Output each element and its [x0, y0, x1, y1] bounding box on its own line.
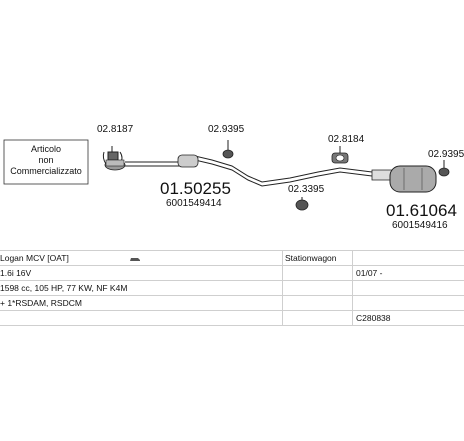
note-box: [3, 139, 89, 185]
rear-clamp-icon: [331, 146, 349, 164]
engine-cell: 1.6i 16V: [0, 268, 32, 278]
table-row: 1.6i 16V 01/07 -: [0, 266, 464, 281]
body-cell: Stationwagon: [285, 253, 337, 263]
part-hanger-2[interactable]: 02.3395: [288, 184, 325, 195]
power-cell: 1598 cc, 105 HP, 77 KW, NF K4M: [0, 283, 128, 293]
hanger-icon: [438, 160, 450, 177]
part-hanger-3[interactable]: 02.9395: [428, 149, 464, 160]
part-rear-silencer[interactable]: 01.61064: [386, 201, 457, 220]
date-cell: 01/07 -: [356, 268, 383, 278]
notes-cell: + 1*RSDAM, RSDCM: [0, 298, 82, 308]
part-front-pipe[interactable]: 01.50255: [160, 179, 231, 198]
part-front-pipe-oe: 6001549414: [166, 198, 222, 209]
note-line-3: Commercializzato: [10, 166, 82, 176]
front-pipe-resonator: [177, 154, 199, 168]
note-line-1: Articolo: [31, 144, 61, 154]
flange-icon: [104, 159, 126, 171]
exhaust-diagram: Articolo non Commercializzato 02.8187 01…: [3, 124, 464, 231]
part-hanger-1[interactable]: 02.9395: [208, 124, 245, 135]
vehicle-info-table: Logan MCV [OAT] Stationwagon 1.6i 16V 01…: [0, 250, 464, 326]
model-cell: Logan MCV [OAT]: [0, 252, 141, 264]
column-divider: [352, 250, 353, 326]
column-divider: [282, 250, 283, 326]
rear-silencer-icon: [371, 165, 437, 193]
note-line-2: non: [38, 155, 53, 165]
table-row: Logan MCV [OAT] Stationwagon: [0, 250, 464, 266]
table-row: 1598 cc, 105 HP, 77 KW, NF K4M: [0, 281, 464, 296]
table-row: C280838: [0, 311, 464, 326]
part-rear-silencer-oe: 6001549416: [392, 220, 448, 231]
hanger-icon: [222, 140, 234, 159]
part-clamp-rear[interactable]: 02.8184: [328, 134, 365, 145]
part-clamp-front[interactable]: 02.8187: [97, 124, 134, 135]
code-cell: C280838: [356, 313, 391, 323]
car-icon: [129, 257, 140, 261]
table-row: + 1*RSDAM, RSDCM: [0, 296, 464, 311]
hanger-icon: [295, 197, 309, 211]
